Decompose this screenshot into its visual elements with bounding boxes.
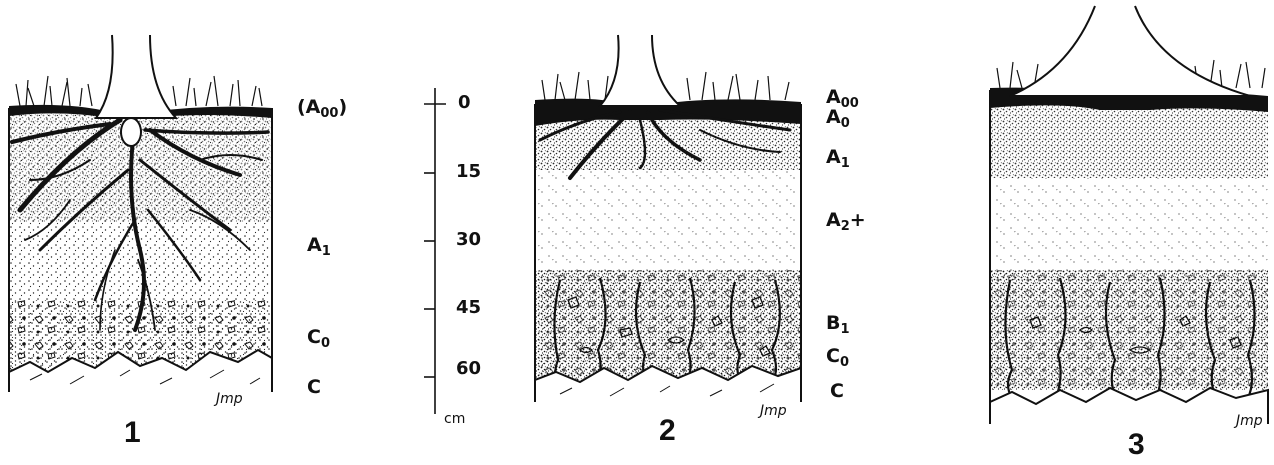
profile-3-drawing	[990, 6, 1268, 424]
horizon-label-a1: A1	[307, 236, 331, 258]
scale-tick-0: 0	[458, 94, 471, 112]
profile-number-2: 2	[659, 416, 676, 446]
profile-1-drawing	[9, 35, 272, 392]
profile-number-3: 3	[1128, 430, 1145, 460]
scale-tick-60: 60	[456, 360, 481, 378]
horizon-label-a2-plus: A2+	[826, 211, 866, 233]
horizon-label-c0: C0	[307, 328, 330, 350]
horizon-label-c0: C0	[826, 347, 849, 369]
horizon-label-a00: (A00)	[297, 98, 347, 120]
scale-tick-30: 30	[456, 231, 481, 249]
signature-2: Jmp	[760, 404, 787, 418]
horizon-label-b1: B1	[826, 314, 850, 336]
signature-3: Jmp	[1236, 414, 1263, 428]
profile-number-1: 1	[124, 418, 141, 448]
horizon-label-a0: A0	[826, 108, 850, 130]
horizon-label-c: C	[830, 382, 844, 401]
profile-2-drawing	[535, 35, 801, 402]
signature-1: Jmp	[216, 392, 243, 406]
horizon-label-a1: A1	[826, 148, 850, 170]
scale-unit: cm	[444, 412, 465, 426]
scale-tick-45: 45	[456, 299, 481, 317]
scale-tick-15: 15	[456, 163, 481, 181]
horizon-label-c: C	[307, 378, 321, 397]
depth-scale-drawing	[424, 88, 446, 414]
